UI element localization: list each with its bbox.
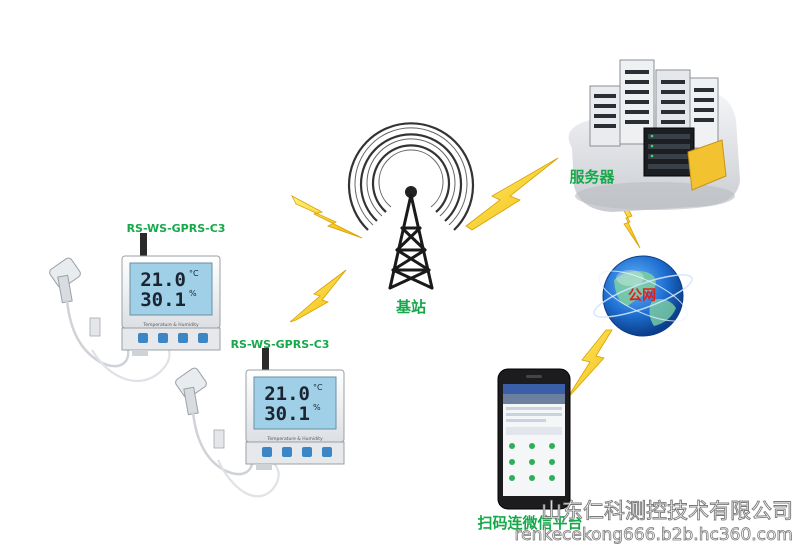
lightning-bolt-icon — [291, 195, 363, 239]
scan-platform-label: 扫码连微信平台 — [477, 514, 582, 532]
lightning-bolt-icon — [565, 329, 613, 401]
radio-tower-icon — [347, 122, 475, 290]
temperature-reading: 21.0 — [264, 383, 310, 405]
lightning-bolt-icon — [465, 157, 559, 231]
base-station-label: 基站 — [395, 298, 426, 316]
device-model-label: RS-WS-GPRS-C3 — [231, 338, 330, 351]
sensor-device-1 — [49, 233, 221, 382]
antenna-icon — [140, 233, 147, 257]
internet-label: 公网 — [628, 288, 656, 304]
temperature-reading: 21.0 — [140, 269, 186, 291]
antenna-icon — [262, 348, 269, 372]
watermark-company: 山东仁科测控技术有限公司 — [541, 499, 793, 523]
temperature-unit: °C — [313, 383, 323, 392]
humidity-reading: 30.1 — [264, 403, 310, 425]
sensor-probe-icon — [175, 367, 280, 498]
humidity-unit: % — [313, 403, 321, 412]
humidity-unit: % — [189, 289, 197, 298]
server-rack-icon — [568, 59, 740, 212]
lightning-bolt-icon — [289, 269, 347, 323]
server-label: 服务器 — [569, 168, 615, 186]
panel-caption: Temperature & Humidity — [266, 436, 323, 442]
smartphone-icon — [497, 368, 571, 510]
panel-caption: Temperature & Humidity — [142, 322, 199, 328]
globe-icon — [593, 255, 693, 337]
sensor-device-2 — [175, 348, 345, 498]
temperature-unit: °C — [189, 269, 199, 278]
watermark-site: renkecekong666.b2b.hc360.com — [515, 525, 794, 545]
device-model-label: RS-WS-GPRS-C3 — [127, 222, 226, 235]
humidity-reading: 30.1 — [140, 289, 186, 311]
